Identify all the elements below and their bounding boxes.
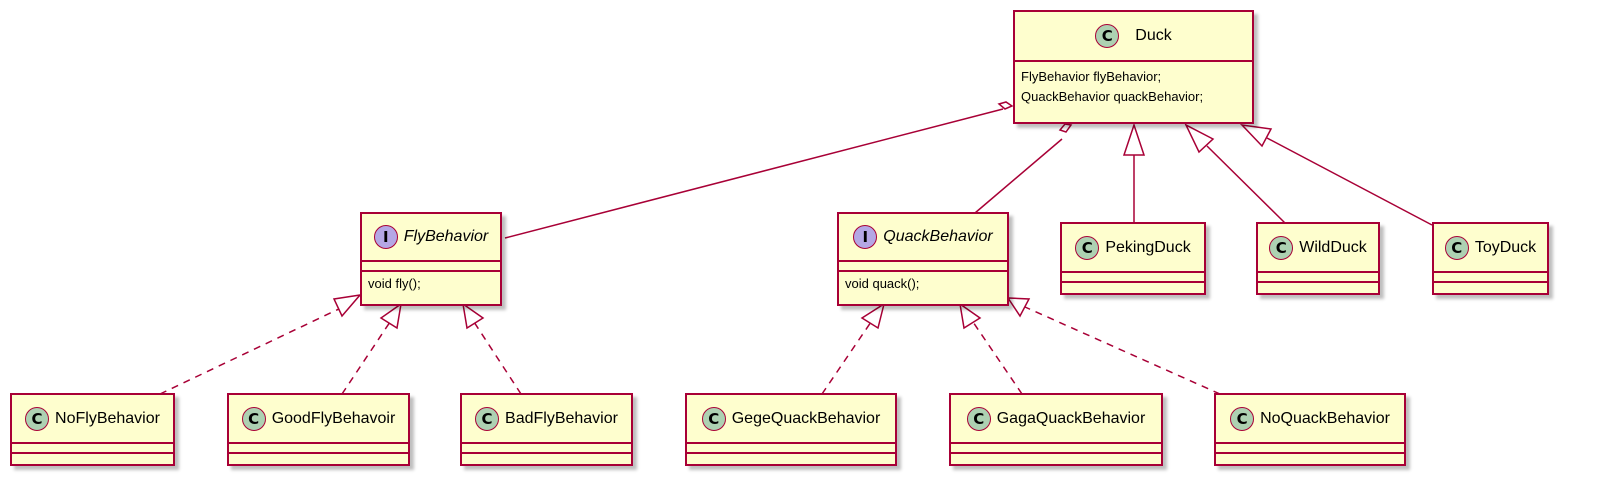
inheritance-arrow-toyduck bbox=[1239, 123, 1273, 148]
field-fly-behavior: FlyBehavior flyBehavior; bbox=[1021, 69, 1162, 84]
class-gagaquackbehavior[interactable]: C GagaQuackBehavior bbox=[949, 393, 1163, 466]
class-gegequackbehavior-header: C GegeQuackBehavior bbox=[687, 395, 895, 444]
class-c-icon: C bbox=[1444, 235, 1469, 260]
class-gegequackbehavior-name: GegeQuackBehavior bbox=[731, 409, 881, 427]
class-wildduck[interactable]: C WildDuck bbox=[1256, 222, 1380, 295]
inheritance-wildduck-duck-line bbox=[1206, 145, 1286, 224]
class-pekingduck-fields bbox=[1062, 273, 1204, 283]
realization-noquackbehavior-line bbox=[1024, 306, 1221, 395]
class-noquackbehavior[interactable]: C NoQuackBehavior bbox=[1214, 393, 1406, 466]
interface-flybehavior-name: FlyBehavior bbox=[403, 228, 489, 245]
realization-goodflybehavoir-line bbox=[341, 321, 391, 395]
class-noquackbehavior-name: NoQuackBehavior bbox=[1260, 409, 1390, 427]
class-duck-fields: FlyBehavior flyBehavior; QuackBehavior q… bbox=[1015, 62, 1252, 111]
interface-quackbehavior-methods: void quack(); bbox=[839, 272, 1007, 298]
class-pekingduck-header: C PekingDuck bbox=[1062, 224, 1204, 273]
inheritance-arrow-wildduck bbox=[1184, 123, 1215, 154]
class-wildduck-header: C WildDuck bbox=[1258, 224, 1378, 273]
class-goodflybehavoir-name: GoodFlyBehavoir bbox=[271, 409, 396, 427]
realization-arrow-gagaquackbehavior bbox=[958, 302, 982, 330]
realization-arrow-goodflybehavoir bbox=[379, 302, 403, 330]
class-badflybehavior-name: BadFlyBehavior bbox=[505, 409, 618, 427]
class-c-icon: C bbox=[1230, 406, 1255, 431]
class-duck-header: C Duck bbox=[1015, 12, 1252, 62]
aggregation-duck-quackbehavior-line bbox=[974, 138, 1063, 214]
class-gagaquackbehavior-fields bbox=[951, 444, 1161, 454]
class-gegequackbehavior[interactable]: C GegeQuackBehavior bbox=[685, 393, 897, 466]
interface-flybehavior[interactable]: I FlyBehavior void fly(); bbox=[360, 212, 502, 306]
realization-gegequackbehavior-line bbox=[821, 321, 872, 395]
class-c-icon: C bbox=[475, 406, 500, 431]
realization-badflybehavior-line bbox=[473, 321, 522, 395]
class-c-icon: C bbox=[1075, 235, 1100, 260]
realization-gagaquackbehavior-line bbox=[972, 321, 1023, 395]
realization-arrow-noquackbehavior bbox=[1006, 297, 1031, 318]
class-duck[interactable]: C Duck FlyBehavior flyBehavior; QuackBeh… bbox=[1013, 10, 1254, 124]
inheritance-toyduck-duck-line bbox=[1266, 137, 1433, 226]
realization-noflybehavior-line bbox=[159, 306, 344, 395]
class-wildduck-fields bbox=[1258, 273, 1378, 283]
class-toyduck[interactable]: C ToyDuck bbox=[1432, 222, 1549, 295]
class-c-icon: C bbox=[241, 406, 266, 431]
class-noflybehavior-fields bbox=[12, 444, 173, 454]
method-quack: void quack(); bbox=[845, 276, 920, 291]
class-goodflybehavoir-fields bbox=[229, 444, 408, 454]
class-toyduck-fields bbox=[1434, 273, 1547, 283]
interface-i-icon: I bbox=[373, 225, 398, 249]
class-duck-name: Duck bbox=[1135, 27, 1172, 44]
class-toyduck-header: C ToyDuck bbox=[1434, 224, 1547, 273]
interface-flybehavior-fields bbox=[362, 262, 500, 272]
method-fly: void fly(); bbox=[368, 276, 421, 291]
class-gagaquackbehavior-name: GagaQuackBehavior bbox=[996, 409, 1146, 427]
interface-quackbehavior-name: QuackBehavior bbox=[883, 228, 993, 245]
class-pekingduck[interactable]: C PekingDuck bbox=[1060, 222, 1206, 295]
class-noflybehavior[interactable]: C NoFlyBehavior bbox=[10, 393, 175, 466]
class-goodflybehavoir-header: C GoodFlyBehavoir bbox=[229, 395, 408, 444]
class-noquackbehavior-fields bbox=[1216, 444, 1404, 454]
class-c-icon: C bbox=[25, 406, 50, 431]
class-badflybehavior[interactable]: C BadFlyBehavior bbox=[460, 393, 633, 466]
class-badflybehavior-header: C BadFlyBehavior bbox=[462, 395, 631, 444]
realization-arrow-badflybehavior bbox=[461, 302, 485, 330]
aggregation-diamond-quack bbox=[1058, 123, 1073, 133]
class-badflybehavior-fields bbox=[462, 444, 631, 454]
interface-i-icon: I bbox=[853, 225, 878, 249]
interface-flybehavior-methods: void fly(); bbox=[362, 272, 500, 298]
interface-quackbehavior[interactable]: I QuackBehavior void quack(); bbox=[837, 212, 1009, 306]
class-noflybehavior-name: NoFlyBehavior bbox=[55, 409, 160, 427]
inheritance-arrow-pekingduck bbox=[1122, 122, 1146, 156]
interface-flybehavior-header: I FlyBehavior bbox=[362, 214, 500, 262]
aggregation-diamond-fly bbox=[997, 101, 1014, 110]
class-noflybehavior-header: C NoFlyBehavior bbox=[12, 395, 173, 444]
class-c-icon: C bbox=[1095, 24, 1120, 48]
class-c-icon: C bbox=[966, 406, 991, 431]
field-quack-behavior: QuackBehavior quackBehavior; bbox=[1021, 89, 1204, 104]
realization-arrow-noflybehavior bbox=[332, 293, 362, 318]
class-wildduck-name: WildDuck bbox=[1299, 238, 1367, 256]
class-goodflybehavoir[interactable]: C GoodFlyBehavoir bbox=[227, 393, 410, 466]
class-gegequackbehavior-fields bbox=[687, 444, 895, 454]
realization-arrow-gegequackbehavior bbox=[860, 302, 886, 330]
interface-quackbehavior-header: I QuackBehavior bbox=[839, 214, 1007, 262]
class-c-icon: C bbox=[1269, 235, 1294, 260]
aggregation-duck-flybehavior-line bbox=[504, 108, 1004, 239]
class-pekingduck-name: PekingDuck bbox=[1105, 238, 1191, 256]
class-toyduck-name: ToyDuck bbox=[1474, 238, 1537, 256]
class-c-icon: C bbox=[701, 406, 726, 431]
class-gagaquackbehavior-header: C GagaQuackBehavior bbox=[951, 395, 1161, 444]
class-noquackbehavior-header: C NoQuackBehavior bbox=[1216, 395, 1404, 444]
interface-quackbehavior-fields bbox=[839, 262, 1007, 272]
